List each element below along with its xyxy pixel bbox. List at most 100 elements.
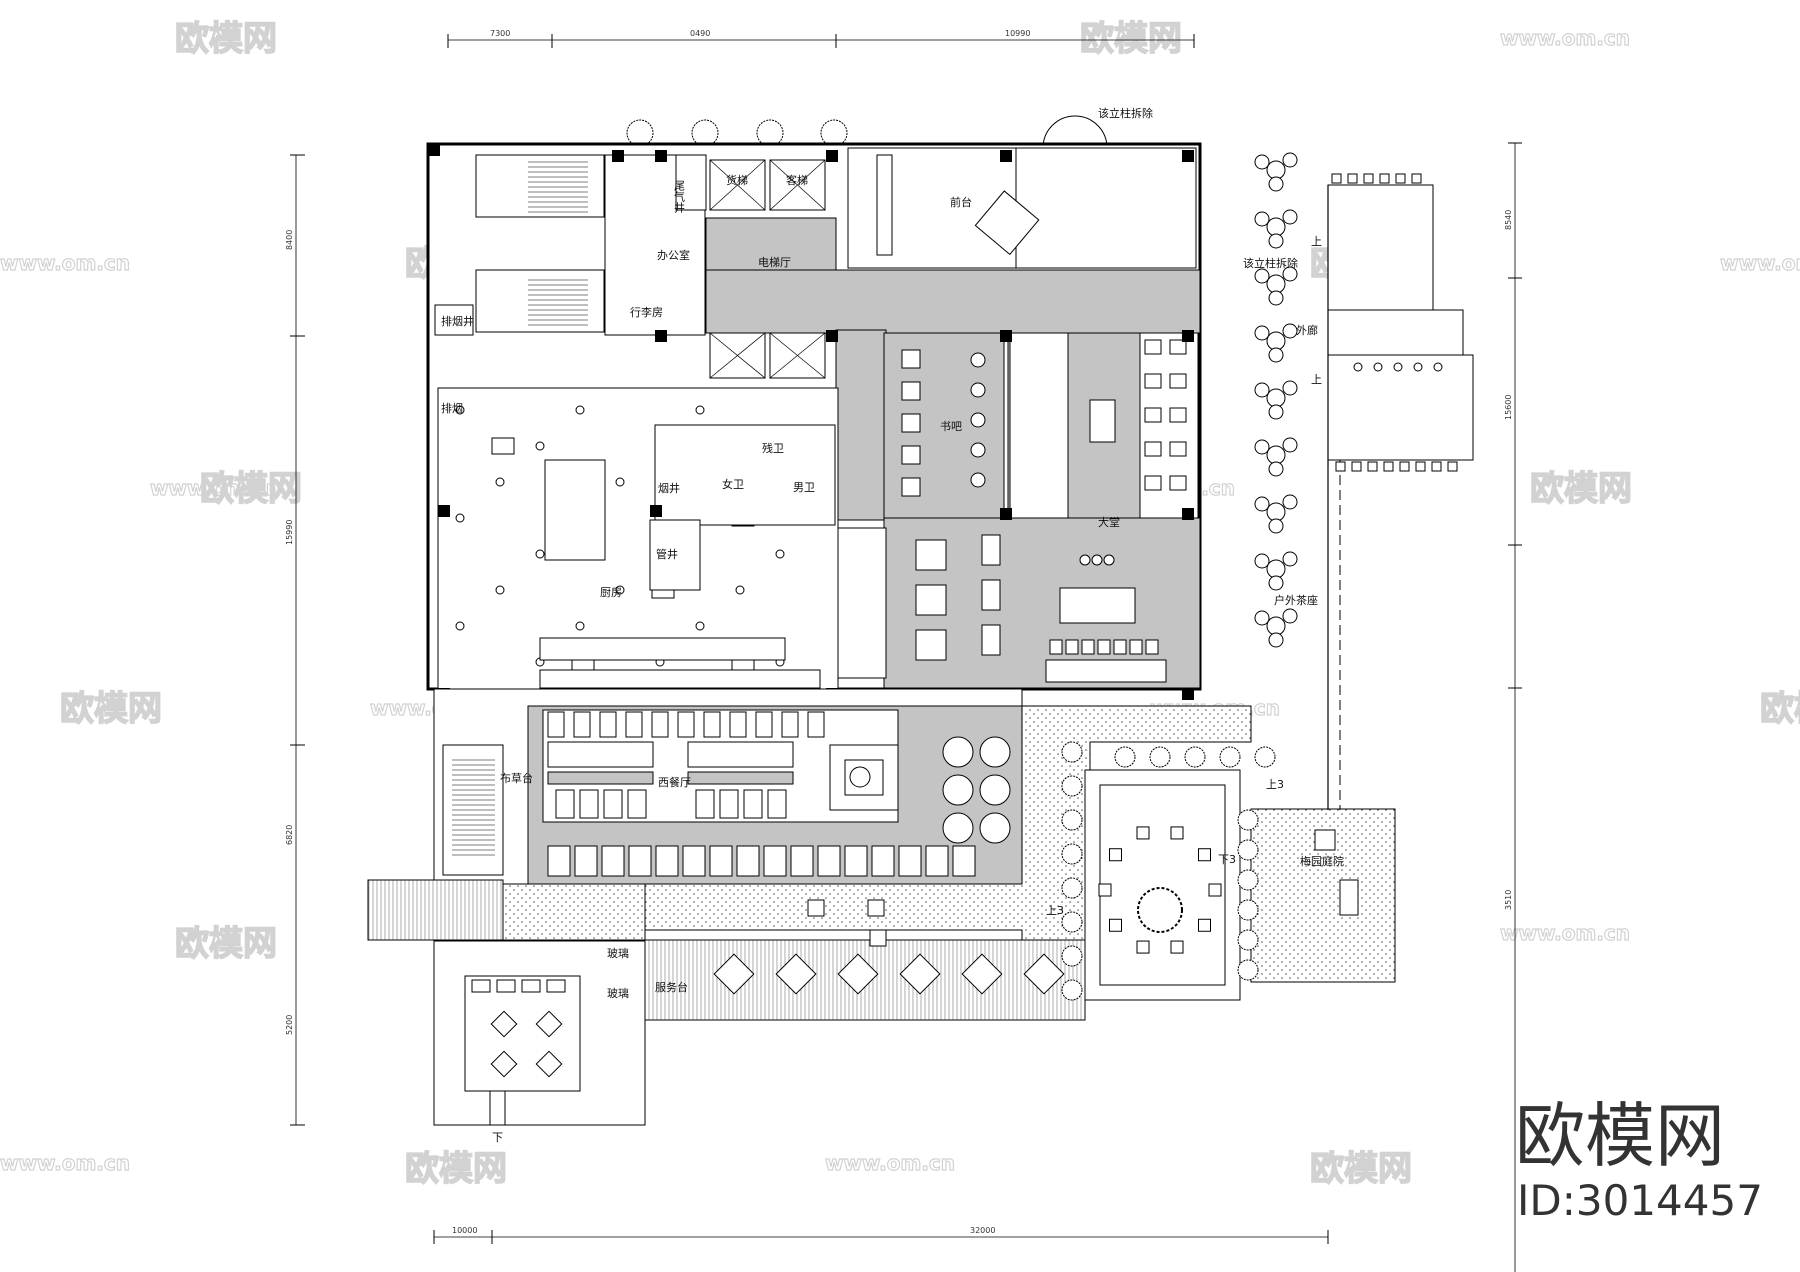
planter-icon bbox=[1383, 461, 1394, 472]
tea-table-icon bbox=[1266, 217, 1286, 237]
tree-icon bbox=[691, 119, 719, 147]
booth-seat bbox=[807, 711, 825, 738]
booth-seat bbox=[651, 711, 669, 738]
chair-icon bbox=[1268, 347, 1284, 363]
column bbox=[826, 330, 838, 342]
booth-seat bbox=[625, 711, 643, 738]
round-table-icon bbox=[979, 736, 1011, 768]
tea-table-icon bbox=[1266, 331, 1286, 351]
tree-icon bbox=[756, 119, 784, 147]
sofa-icon bbox=[901, 349, 921, 369]
table-icon bbox=[915, 539, 947, 571]
chair-icon bbox=[743, 789, 763, 819]
tree-icon bbox=[1061, 843, 1083, 865]
equipment-icon bbox=[575, 621, 585, 631]
dim-top-3: 10990 bbox=[1005, 29, 1030, 38]
tree-icon bbox=[1061, 877, 1083, 899]
dim-left-2: 15990 bbox=[285, 520, 294, 545]
equipment-icon bbox=[735, 585, 745, 595]
label-service-desk: 服务台 bbox=[655, 980, 688, 994]
booth-seat bbox=[925, 845, 949, 877]
label-plum-courtyard: 梅园庭院 bbox=[1300, 854, 1344, 868]
chair-icon bbox=[1268, 461, 1284, 477]
glass-room bbox=[433, 940, 646, 1126]
watermark-url: www.om.cn bbox=[150, 476, 280, 500]
tree-icon bbox=[1061, 945, 1083, 967]
label-luggage-room: 行李房 bbox=[630, 305, 663, 319]
label-flue-shaft: 烟井 bbox=[658, 481, 680, 495]
planter-icon bbox=[1431, 461, 1442, 472]
watermark-logo: 欧模网 bbox=[1530, 469, 1632, 509]
equipment-icon bbox=[695, 405, 705, 415]
label-outdoor-tea: 户外茶座 bbox=[1274, 593, 1318, 607]
chair-icon bbox=[1254, 610, 1270, 626]
chair-icon bbox=[970, 352, 986, 368]
dim-right-3: 3510 bbox=[1504, 890, 1513, 910]
round-table-icon bbox=[979, 812, 1011, 844]
column bbox=[655, 150, 667, 162]
chair-icon bbox=[1254, 382, 1270, 398]
column bbox=[428, 144, 440, 156]
watermark-logo: 欧模网 bbox=[1080, 19, 1182, 59]
planter-icon bbox=[1379, 173, 1390, 184]
table-icon bbox=[1023, 953, 1065, 995]
column bbox=[1000, 150, 1012, 162]
booth-seat bbox=[729, 711, 747, 738]
tree-icon bbox=[1114, 746, 1136, 768]
equipment-icon bbox=[455, 621, 465, 631]
rock-icon bbox=[1314, 829, 1336, 851]
chair-icon bbox=[1268, 575, 1284, 591]
label-kitchen: 厨房 bbox=[600, 586, 622, 599]
round-table-icon bbox=[942, 774, 974, 806]
table-icon bbox=[713, 953, 755, 995]
label-down: 下 bbox=[492, 1131, 503, 1144]
tree-icon bbox=[1061, 741, 1083, 763]
tree-icon bbox=[1237, 839, 1259, 861]
chair-icon bbox=[1144, 373, 1162, 389]
dimension-lines: 7300 0490 10990 8400 15990 6820 5200 854… bbox=[285, 29, 1522, 1272]
chair-icon bbox=[1254, 553, 1270, 569]
watermark-url: www.om.cn bbox=[1500, 26, 1630, 50]
equipment-icon bbox=[775, 549, 785, 559]
chair-icon bbox=[1081, 639, 1095, 655]
chair-icon bbox=[1170, 940, 1184, 954]
label-male-wc: 男卫 bbox=[793, 481, 815, 494]
chair-icon bbox=[1254, 211, 1270, 227]
planter-icon bbox=[1347, 173, 1358, 184]
chair-icon bbox=[1282, 266, 1298, 282]
column bbox=[612, 150, 624, 162]
chair-icon bbox=[970, 472, 986, 488]
booth-seat bbox=[790, 845, 814, 877]
chair-icon bbox=[627, 789, 647, 819]
booth-seat bbox=[736, 845, 760, 877]
label-glass-a: 玻璃 bbox=[607, 946, 629, 960]
chair-icon bbox=[521, 979, 541, 993]
chair-icon bbox=[981, 624, 1001, 656]
booth-seat bbox=[781, 711, 799, 738]
tea-table-icon bbox=[1266, 274, 1286, 294]
chair-icon bbox=[1109, 918, 1123, 932]
label-column-removed-2: 该立柱拆除 bbox=[1243, 256, 1298, 270]
round-table-icon bbox=[1137, 887, 1183, 933]
booth-seat bbox=[682, 845, 706, 877]
watermark-logo: 欧模网 bbox=[1760, 689, 1800, 729]
dim-bottom-2: 32000 bbox=[970, 1226, 995, 1235]
chair-icon bbox=[1254, 268, 1270, 284]
booth-seat bbox=[952, 845, 976, 877]
column bbox=[650, 505, 662, 517]
equipment-icon bbox=[495, 477, 505, 487]
chair-icon bbox=[1208, 883, 1222, 897]
dim-bottom-1: 10000 bbox=[452, 1226, 477, 1235]
label-column-removed: 该立柱拆除 bbox=[1098, 106, 1153, 120]
label-smoke-shaft-2: 排烟 bbox=[441, 401, 463, 415]
tree-icon bbox=[1237, 809, 1259, 831]
column bbox=[1182, 508, 1194, 520]
chair-icon bbox=[1197, 918, 1211, 932]
equipment-icon bbox=[575, 405, 585, 415]
outer-corridor bbox=[1254, 152, 1474, 810]
chair-icon bbox=[1169, 373, 1187, 389]
table-icon bbox=[535, 1010, 563, 1038]
chair-icon bbox=[1254, 325, 1270, 341]
tree-icon bbox=[1061, 979, 1083, 1001]
label-up-a: 上 bbox=[1311, 235, 1322, 248]
